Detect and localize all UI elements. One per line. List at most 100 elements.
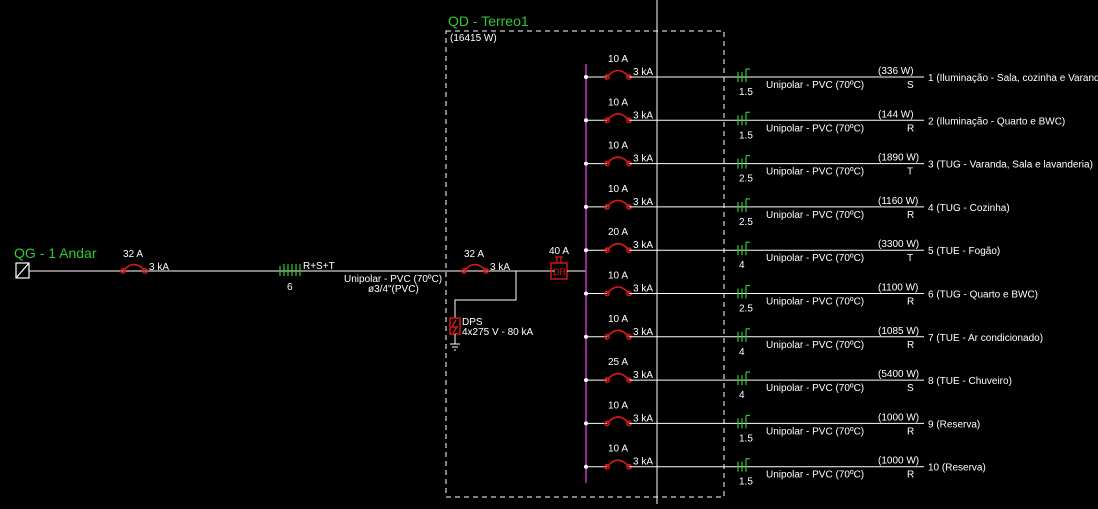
circuit-phase: R (907, 470, 914, 481)
circuit-conductor-section: 4 (739, 260, 745, 271)
qg-label: QG - 1 Andar (14, 245, 97, 261)
circuit-cable-spec: Unipolar - PVC (70ºC) (766, 210, 864, 221)
dps-symbol[interactable] (449, 317, 461, 351)
circuit-breaker-rating: 10 A (608, 184, 628, 195)
circuit-power: (1000 W) (878, 412, 919, 423)
circuit-cable-spec: Unipolar - PVC (70ºC) (766, 297, 864, 308)
circuit-breaker-symbol[interactable] (604, 372, 632, 383)
qd-breaker-rating: 32 A (464, 249, 484, 260)
circuit-power: (336 W) (878, 66, 914, 77)
circuit-conductor-section: 1.5 (739, 87, 753, 98)
circuit-cable-spec: Unipolar - PVC (70ºC) (766, 167, 864, 178)
circuit-description: 8 (TUE - Chuveiro) (928, 376, 1012, 387)
circuit-conductor-section: 1.5 (739, 477, 753, 488)
dps-label: DPS (462, 317, 483, 328)
circuit-phase: R (907, 297, 914, 308)
circuit-conductor-section: 4 (739, 390, 745, 401)
circuit-breaker-symbol[interactable] (604, 329, 632, 340)
feeder-section: 6 (287, 282, 293, 293)
circuit-description: 1 (Iluminação - Sala, cozinha e Varanda (928, 73, 1098, 84)
circuit-breaker-capacity: 3 kA (633, 197, 653, 208)
circuit-breaker-capacity: 3 kA (633, 67, 653, 78)
circuit-conductor-section: 4 (739, 347, 745, 358)
circuit-row: 10 A 3 kA 1.5 Unipolar - PVC (70ºC) (1000 W)… (584, 400, 980, 444)
qg-panel-symbol[interactable] (15, 262, 30, 279)
circuit-breaker-symbol[interactable] (604, 113, 632, 124)
circuit-breaker-symbol[interactable] (604, 286, 632, 297)
circuit-cable-spec: Unipolar - PVC (70ºC) (766, 123, 864, 134)
circuit-phase: R (907, 210, 914, 221)
circuit-phase: R (907, 426, 914, 437)
circuit-conductor-section: 2.5 (739, 304, 753, 315)
circuit-conductor-ticks (737, 371, 750, 386)
circuit-description: 10 (Reserva) (928, 463, 986, 474)
circuit-breaker-symbol[interactable] (604, 69, 632, 80)
circuit-conductor-ticks (737, 198, 750, 212)
circuit-power: (3300 W) (878, 239, 919, 250)
circuit-breaker-capacity: 3 kA (633, 284, 653, 295)
circuit-breaker-capacity: 3 kA (633, 110, 653, 121)
circuit-breaker-symbol[interactable] (604, 199, 632, 210)
qd-main-breaker-symbol[interactable] (461, 263, 489, 274)
circuit-power: (1100 W) (878, 283, 918, 294)
main-breaker-capacity: 3 kA (149, 262, 169, 273)
circuit-power: (5400 W) (878, 369, 919, 380)
circuit-conductor-section: 2.5 (739, 217, 753, 228)
dps-spec: 4x275 V - 80 kA (462, 327, 533, 338)
circuit-breaker-symbol[interactable] (604, 416, 632, 427)
circuit-cable-spec: Unipolar - PVC (70ºC) (766, 426, 864, 437)
feeder-phases: R+S+T (303, 261, 335, 272)
circuit-conductor-section: 1.5 (739, 130, 753, 141)
circuit-conductor-ticks (737, 241, 750, 256)
circuit-breaker-capacity: 3 kA (633, 154, 653, 165)
circuit-breaker-rating: 10 A (608, 141, 628, 152)
circuit-breaker-rating: 20 A (608, 227, 628, 238)
circuit-breaker-capacity: 3 kA (633, 457, 653, 468)
circuit-phase: T (907, 167, 913, 178)
circuit-cable-spec: Unipolar - PVC (70ºC) (766, 470, 864, 481)
circuit-conductor-ticks (737, 284, 750, 299)
circuit-cable-spec: Unipolar - PVC (70ºC) (766, 253, 864, 264)
circuit-breaker-rating: 10 A (608, 400, 628, 411)
qd-breaker-capacity: 3 kA (490, 262, 510, 273)
circuit-description: 3 (TUG - Varanda, Sala e lavanderia) (928, 160, 1093, 171)
circuit-phase: T (907, 253, 913, 264)
circuit-breaker-rating: 10 A (608, 54, 628, 65)
circuit-power: (1890 W) (878, 153, 919, 164)
main-breaker-symbol[interactable] (120, 263, 148, 274)
circuit-row: 10 A 3 kA 2.5 Unipolar - PVC (70ºC) (1160 W)… (584, 184, 1010, 228)
circuit-conductor-ticks (737, 155, 750, 169)
qd-enclosure[interactable] (445, 30, 725, 498)
circuit-breaker-capacity: 3 kA (633, 240, 653, 251)
circuit-cable-spec: Unipolar - PVC (70ºC) (766, 340, 864, 351)
main-breaker-rating: 32 A (123, 249, 143, 260)
circuit-conductor-ticks (737, 111, 750, 126)
dps-branch-wire (454, 271, 517, 318)
circuit-breaker-symbol[interactable] (604, 156, 632, 167)
circuit-cable-spec: Unipolar - PVC (70ºC) (766, 383, 864, 394)
circuit-description: 4 (TUG - Cozinha) (928, 203, 1010, 214)
circuit-power: (1160 W) (878, 196, 918, 207)
qd-label: QD - Terreo1 (448, 13, 529, 29)
circuit-breaker-rating: 25 A (608, 357, 628, 368)
circuit-breaker-rating: 10 A (608, 97, 628, 108)
circuit-row: 10 A 3 kA 2.5 Unipolar - PVC (70ºC) (1100 W)… (584, 271, 1038, 315)
circuit-breaker-capacity: 3 kA (633, 413, 653, 424)
circuit-breaker-symbol[interactable] (604, 459, 632, 470)
circuit-breaker-rating: 10 A (608, 271, 628, 282)
circuit-conductor-section: 1.5 (739, 433, 753, 444)
circuit-cable-spec: Unipolar - PVC (70ºC) (766, 80, 864, 91)
circuit-description: 2 (Iluminação - Quarto e BWC) (928, 116, 1065, 127)
feeder-conductor-ticks (279, 264, 301, 276)
circuit-phase: R (907, 340, 914, 351)
circuit-conductor-ticks (737, 414, 750, 429)
circuit-power: (1085 W) (878, 326, 919, 337)
circuit-conductor-ticks (737, 68, 750, 82)
circuit-conductor-section: 2.5 (739, 174, 753, 185)
circuit-breaker-rating: 10 A (608, 444, 628, 455)
circuit-breaker-symbol[interactable] (604, 242, 632, 254)
